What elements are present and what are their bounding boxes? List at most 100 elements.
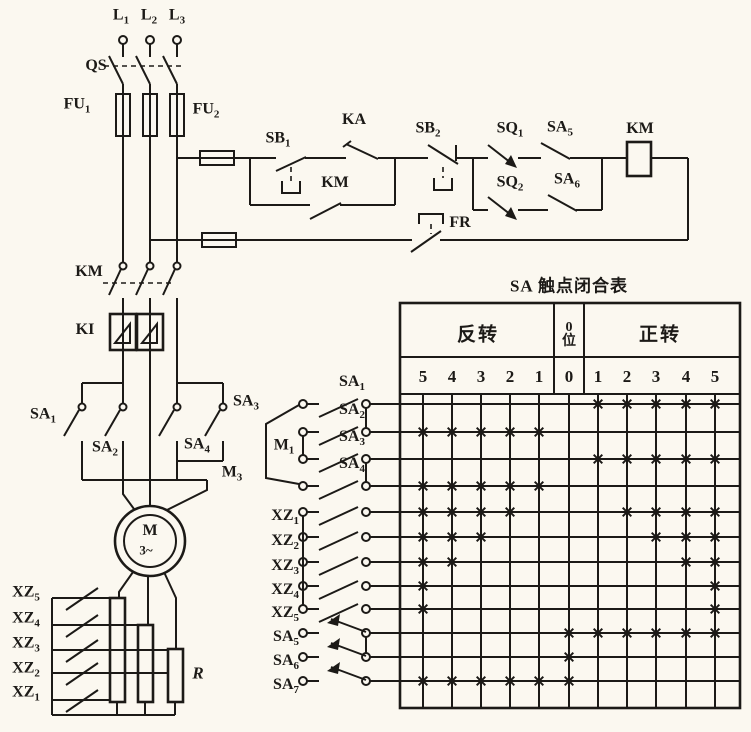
closure-mark-icon <box>709 627 721 639</box>
closure-mark-icon <box>621 398 633 410</box>
contact-row-XZ3: XZ3 <box>271 556 400 577</box>
closure-mark-icon <box>650 531 662 543</box>
closure-mark-icon <box>592 453 604 465</box>
blade-arrow-icon <box>327 614 340 626</box>
column-number: 5 <box>711 367 720 386</box>
closure-mark-icon <box>621 506 633 518</box>
label-sq1: SQ1 <box>496 119 524 140</box>
contact-blade-icon <box>318 603 359 623</box>
label-xz3-power: XZ3 <box>12 634 40 655</box>
rotor-leads <box>118 571 177 649</box>
motor-outer-icon <box>113 504 187 578</box>
sb1-button-icon <box>275 156 307 194</box>
column-number: 4 <box>682 367 691 386</box>
closure-mark-icon <box>504 506 516 518</box>
closure-mark-icon <box>592 398 604 410</box>
closure-mark-icon <box>680 531 692 543</box>
closure-mark-icon <box>709 556 721 568</box>
label-sa3-power: SA3 <box>233 392 259 413</box>
contact-row-SA5: SA5 <box>273 614 400 648</box>
closure-mark-icon <box>709 580 721 592</box>
label-m1: M1 <box>273 436 295 457</box>
column-number: 2 <box>506 367 515 386</box>
label-m3: M3 <box>221 463 243 484</box>
closure-mark-icon <box>709 531 721 543</box>
sa1-sa2-switch-group-icon <box>63 382 207 481</box>
closure-mark-icon <box>504 480 516 492</box>
label-sb1: SB1 <box>265 129 291 150</box>
m-terminal-polygon <box>265 404 300 485</box>
closure-mark-icon <box>709 506 721 518</box>
closure-mark-icon <box>446 531 458 543</box>
column-number: 0 <box>565 367 574 386</box>
xz-switch-bank <box>51 587 175 716</box>
contact-label: SA5 <box>273 628 299 648</box>
label-motor-m: M <box>142 522 158 539</box>
column-number: 4 <box>448 367 457 386</box>
contact-blade-icon <box>318 506 359 526</box>
closure-mark-icon <box>417 675 429 687</box>
limit-switch-branch <box>472 142 603 220</box>
closure-mark-icon <box>563 627 575 639</box>
contact-blade-icon <box>318 426 359 446</box>
label-fr: FR <box>449 214 471 231</box>
sa3-sa4-switch-group-icon <box>158 382 228 480</box>
sq2-arrow-icon <box>505 207 517 220</box>
contact-blade-icon <box>318 398 359 418</box>
closure-mark-icon <box>475 531 487 543</box>
sb2-button-icon <box>427 144 459 191</box>
closure-mark-icon <box>621 453 633 465</box>
closure-mark-icon <box>650 398 662 410</box>
label-sa1-power: SA1 <box>30 405 56 426</box>
closure-mark-icon <box>650 453 662 465</box>
contact-row-SA2: SA2 <box>298 401 400 446</box>
label-ka: KA <box>342 111 366 128</box>
column-number: 5 <box>419 367 428 386</box>
fuse-icon <box>142 93 158 137</box>
control-fuse-1-icon <box>199 150 235 166</box>
label-sa6-control: SA6 <box>554 170 580 191</box>
contact-blade-icon <box>318 556 359 576</box>
closure-mark-icon <box>446 675 458 687</box>
column-number: 3 <box>652 367 661 386</box>
closure-mark-icon <box>650 627 662 639</box>
closure-mark-icon <box>592 627 604 639</box>
contact-label: SA2 <box>339 401 365 421</box>
closure-mark-icon <box>680 506 692 518</box>
contact-row-XZ4: XZ4 <box>271 580 400 601</box>
zero-top: 0 <box>565 320 573 335</box>
closure-mark-icon <box>709 603 721 615</box>
label-l3: L3 <box>168 6 186 27</box>
terminal-l2-icon <box>145 35 155 45</box>
control-fuse-2-icon <box>201 232 237 248</box>
contact-row-SA1: SA1 <box>298 373 400 418</box>
label-sa4-power: SA4 <box>184 435 210 456</box>
qs-switch-icon <box>108 55 178 85</box>
fuse-fu1-icon <box>115 93 131 137</box>
closure-mark-icon <box>650 506 662 518</box>
label-xz2-power: XZ2 <box>12 659 40 680</box>
km-coil-icon <box>625 140 653 178</box>
contact-row-XZ5: XZ5 <box>271 603 400 624</box>
fuse-fu2-icon <box>169 93 185 137</box>
ki-overload-icon <box>108 298 165 383</box>
power-circuit <box>63 35 228 511</box>
closure-mark-icon <box>680 556 692 568</box>
closure-mark-icon <box>417 506 429 518</box>
closure-mark-icon <box>563 675 575 687</box>
closure-mark-icon <box>709 398 721 410</box>
km-aux-contact-icon <box>309 202 342 220</box>
contact-label: SA3 <box>339 428 365 448</box>
label-fu2: FU2 <box>192 100 220 121</box>
label-sq2: SQ2 <box>496 173 524 194</box>
contact-row-XZ2: XZ2 <box>271 531 400 552</box>
label-r: R <box>192 663 204 683</box>
resistor-bank <box>108 596 185 715</box>
closure-mark-icon <box>680 398 692 410</box>
contact-blade-icon <box>318 453 359 473</box>
column-number: 1 <box>535 367 544 386</box>
contact-row-SA7: SA7 <box>273 662 400 696</box>
column-number: 1 <box>594 367 603 386</box>
